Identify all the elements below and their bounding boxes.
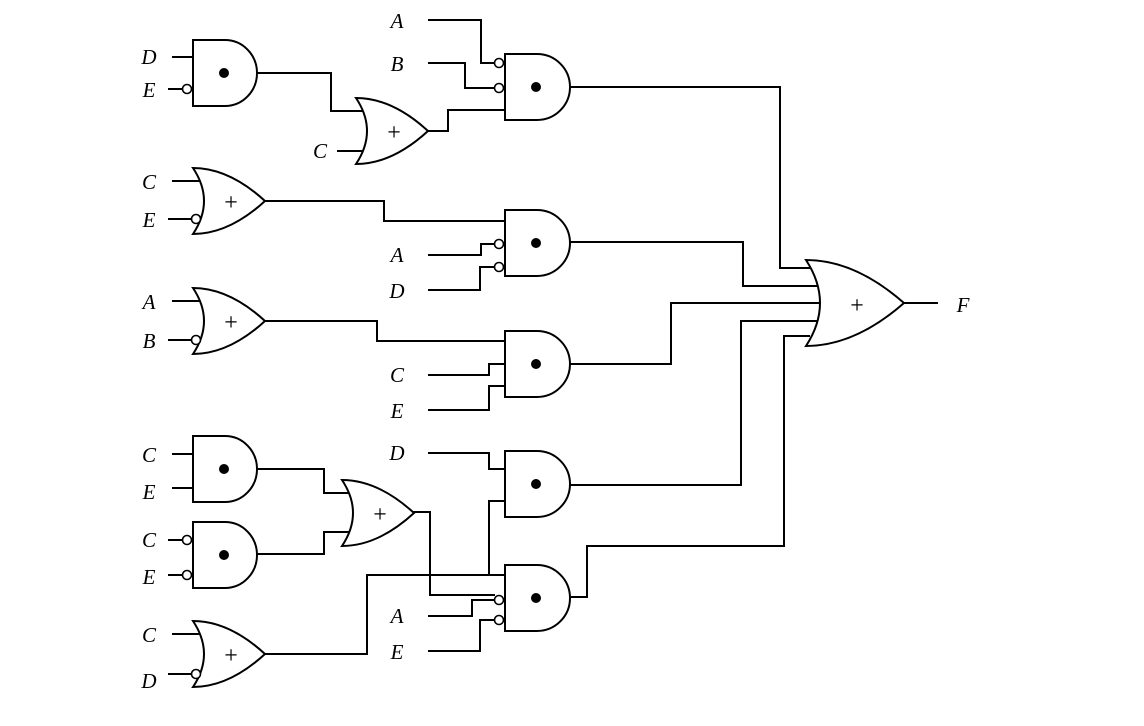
input-label-a: A (389, 9, 404, 33)
or-gate-2 (354, 96, 430, 166)
input-label-d: D (388, 279, 404, 303)
and-symbol (531, 82, 541, 92)
wire-g7-c (428, 363, 505, 376)
wire-g12-out (570, 335, 810, 598)
wire-g4-out (265, 200, 505, 222)
not-bubble (493, 261, 505, 273)
not-bubble (493, 238, 505, 250)
or-gate-final (804, 258, 906, 348)
input-label-e: E (142, 78, 156, 102)
not-bubble (493, 594, 505, 606)
wire-g5-d (428, 266, 495, 291)
wire-g3-out (570, 86, 810, 269)
wire-g5-a (428, 243, 495, 256)
or-symbol: + (224, 643, 238, 669)
or-gate-6 (191, 286, 267, 356)
wire-g3-b (428, 62, 495, 89)
or-gate-13 (191, 619, 267, 689)
input-label-d: D (140, 669, 156, 693)
not-bubble (493, 57, 505, 69)
not-bubble (190, 213, 202, 225)
or-gate-4 (191, 166, 267, 236)
wire-g8-out (257, 468, 349, 494)
wire-g13-out (265, 574, 505, 655)
input-label-c: C (142, 623, 157, 647)
wire-fork (488, 500, 505, 575)
wire-g10-out (413, 511, 495, 596)
not-bubble (181, 534, 193, 546)
and-symbol (531, 238, 541, 248)
input-label-c: C (142, 170, 157, 194)
input-label-b: B (391, 52, 404, 76)
wire-g11-d (428, 452, 505, 470)
input-label-c: C (390, 363, 405, 387)
input-label-a: A (141, 290, 156, 314)
input-label-b: B (143, 329, 156, 353)
and-symbol (219, 68, 229, 78)
and-symbol (219, 550, 229, 560)
or-symbol: + (224, 310, 238, 336)
input-label-c: C (313, 139, 328, 163)
and-symbol (531, 593, 541, 603)
or-symbol: + (850, 293, 864, 319)
input-label-e: E (142, 565, 156, 589)
and-symbol (531, 479, 541, 489)
or-symbol: + (224, 190, 238, 216)
input-label-e: E (142, 208, 156, 232)
and-symbol (219, 464, 229, 474)
wires (168, 19, 938, 675)
input-label-a: A (389, 243, 404, 267)
wire-g6-out (265, 320, 505, 342)
not-bubble (493, 614, 505, 626)
input-label-d: D (388, 441, 404, 465)
output-label-f: F (956, 293, 970, 317)
wire-g7-out (570, 302, 822, 365)
inversion-bubbles (181, 57, 505, 680)
wire-g5-out (570, 241, 817, 287)
input-label-e: E (142, 480, 156, 504)
wire-g3-a (428, 19, 495, 64)
wire-g7-e (428, 385, 505, 411)
input-labels: D E C A B C E A D A B C E C E C E D A E … (140, 9, 969, 693)
input-label-c: C (142, 443, 157, 467)
or-symbol: + (387, 120, 401, 146)
not-bubble (190, 334, 202, 346)
input-label-a: A (389, 604, 404, 628)
not-bubble (493, 82, 505, 94)
wire-g2-out (427, 109, 505, 132)
input-label-c: C (142, 528, 157, 552)
input-label-d: D (140, 45, 156, 69)
not-bubble (181, 569, 193, 581)
wire-g12-e (428, 619, 495, 652)
wire-g12-a (428, 599, 495, 617)
input-label-e: E (390, 640, 404, 664)
wire-g1-out (257, 72, 364, 112)
not-bubble (181, 83, 193, 95)
gates: + + + + + + (191, 39, 906, 689)
and-symbol (531, 359, 541, 369)
not-bubble (190, 668, 202, 680)
or-symbol: + (373, 502, 387, 528)
wire-g9-out (257, 531, 349, 555)
input-label-e: E (390, 399, 404, 423)
wire-g11-out (570, 320, 817, 486)
or-gate-10 (340, 478, 416, 548)
